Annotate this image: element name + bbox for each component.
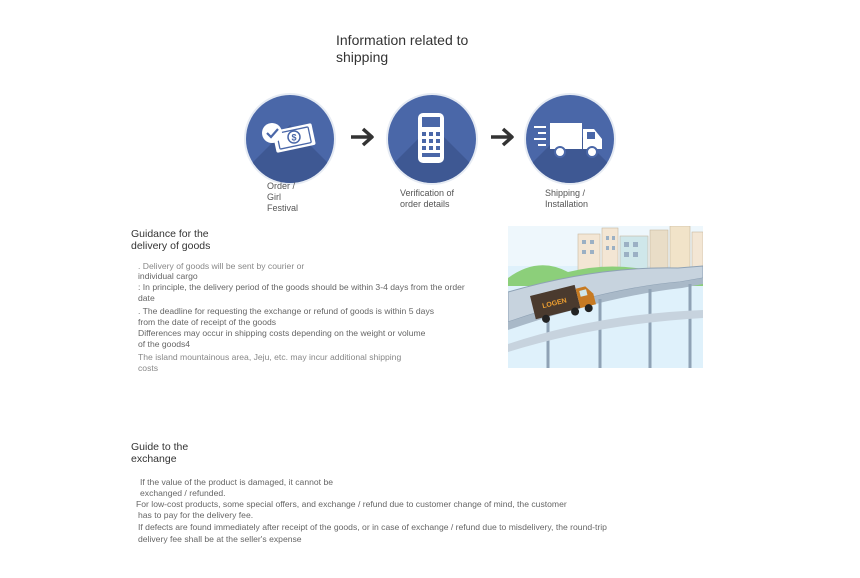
delivery-text-line: individual cargo	[138, 271, 198, 281]
delivery-section-title: Guidance for the delivery of goods	[131, 228, 210, 252]
step-label-line: Installation	[545, 199, 589, 209]
step-label-shipping: Shipping / Installation	[545, 188, 588, 210]
delivery-text-line: date	[138, 293, 155, 303]
delivery-text-line: . The deadline for requesting the exchan…	[138, 306, 435, 316]
svg-text:$: $	[291, 133, 296, 143]
exchange-section-title: Guide to the exchange	[131, 441, 188, 465]
order-money-icon: $	[262, 123, 316, 153]
exchange-text-line: delivery fee shall be at the seller's ex…	[138, 534, 302, 544]
delivery-text-line: costs	[138, 363, 159, 373]
delivery-truck-illustration: LOGEN	[508, 226, 703, 368]
step-label-line: Festival	[267, 203, 299, 213]
section-title-line: delivery of goods	[131, 240, 211, 252]
step-label-verification: Verification of order details	[400, 188, 454, 210]
page-title-line: shipping	[336, 49, 389, 65]
step-label-order: Order / Girl Festival	[267, 181, 298, 214]
exchange-text-line: has to pay for the delivery fee.	[138, 510, 254, 520]
exchange-text-line: For low-cost products, some special offe…	[136, 499, 567, 509]
exchange-text-line: If the value of the product is damaged, …	[140, 477, 334, 487]
step-label-line: order details	[400, 199, 450, 209]
step-shipping-circle	[526, 95, 614, 183]
delivery-text-line: Differences may occur in shipping costs …	[138, 328, 426, 338]
step-verification-circle	[388, 95, 476, 183]
exchange-text-line: exchanged / refunded.	[140, 488, 226, 498]
step-order-circle: $	[246, 95, 334, 183]
step-label-line: Shipping /	[545, 188, 586, 198]
delivery-text-line: of the goods4	[138, 339, 191, 349]
section-title-line: Guidance for the	[131, 228, 209, 240]
delivery-text-line: The island mountainous area, Jeju, etc. …	[138, 352, 402, 362]
step-label-line: Verification of	[400, 188, 455, 198]
exchange-text-line: If defects are found immediately after r…	[138, 522, 607, 532]
step-label-line: Girl	[267, 192, 281, 202]
step-label-line: Order /	[267, 181, 296, 191]
page-title-line: Information related to	[336, 32, 469, 48]
delivery-text-line: : In principle, the delivery period of t…	[138, 282, 465, 292]
arrow-right-icon	[351, 127, 374, 147]
delivery-truck-icon	[534, 123, 602, 158]
arrow-right-icon	[491, 127, 514, 147]
section-title-line: Guide to the	[131, 441, 189, 453]
cargo-truck: LOGEN	[530, 284, 596, 323]
delivery-text-line: from the date of receipt of the goods	[138, 317, 277, 327]
section-title-line: exchange	[131, 453, 177, 465]
delivery-text-line: . Delivery of goods will be sent by cour…	[138, 261, 305, 271]
page-title: Information related to shipping	[336, 32, 506, 66]
card-terminal-icon	[418, 113, 444, 163]
